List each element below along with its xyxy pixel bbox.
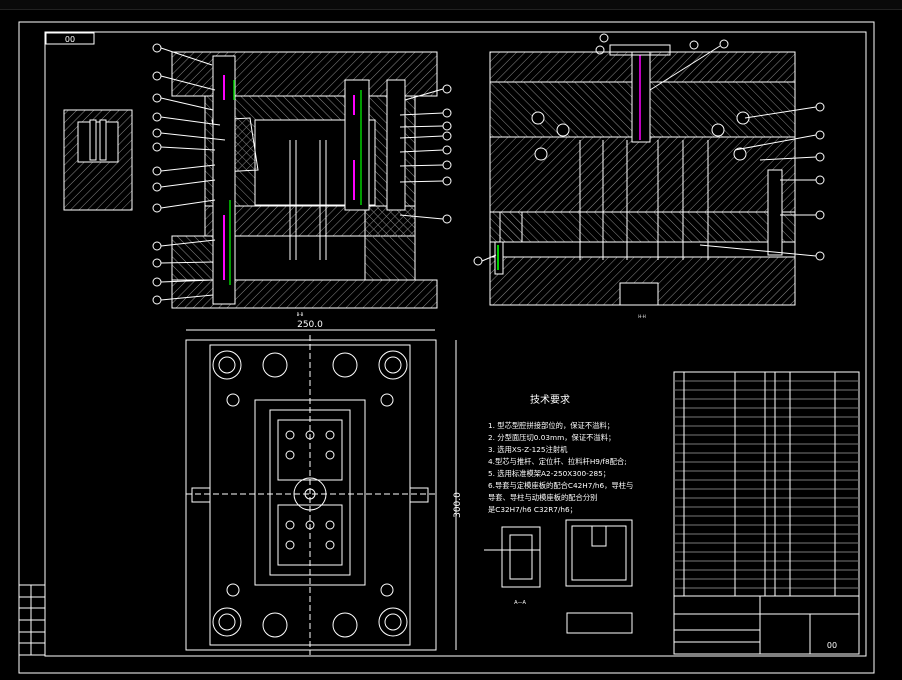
- detail-view-small: [63, 109, 133, 211]
- dim-width-label: 250.0: [297, 320, 323, 330]
- tech-line-6: 6.导套与定模座板的配合C42H7/h6，导柱与: [488, 481, 633, 490]
- section-view-left: B-B: [171, 51, 438, 317]
- tech-line-8: 是C32H7/h6 C32R7/h6；: [488, 505, 577, 514]
- left-callout-balloons: [152, 43, 452, 305]
- window-top-edge: [0, 0, 902, 10]
- dim-height-label: 300.0: [453, 492, 463, 518]
- parts-list-table: [673, 371, 860, 597]
- tech-line-7: 导套、导柱与动模座板的配合分别: [488, 493, 597, 502]
- tech-heading: 技术要求: [530, 393, 570, 406]
- detail-views: A—A: [484, 519, 633, 634]
- drawing-number: 00: [827, 641, 837, 650]
- title-block: 00: [673, 595, 860, 655]
- tech-line-5: 5. 选用标准模架A2-250X300-285；: [488, 469, 610, 478]
- section-label-left: B-B: [297, 312, 304, 317]
- sheet-border: [18, 21, 875, 674]
- drawing-frame: [44, 31, 867, 657]
- plan-view: 250.0 300.0: [185, 320, 463, 655]
- section-label-detail: A—A: [514, 600, 526, 606]
- tech-line-4: 4.型芯与推杆、定位杆、拉料杆H9/f8配合;: [488, 457, 627, 466]
- section-label-right: H-H: [638, 314, 645, 319]
- right-callout-balloons: [473, 33, 825, 266]
- tech-line-1: 1. 型芯型腔拼接部位的，保证不溢料；: [488, 421, 614, 430]
- tech-line-3: 3. 选用XS-Z-125注射机: [488, 445, 568, 454]
- top-left-code-box: 00: [45, 32, 95, 45]
- code-box-text: 00: [65, 35, 75, 44]
- section-view-right: H-H: [489, 44, 796, 319]
- tech-line-2: 2. 分型面压切0.03mm，保证不溢料；: [488, 433, 615, 442]
- binding-margin-table: [18, 584, 46, 656]
- tech-requirements: 技术要求 1. 型芯型腔拼接部位的，保证不溢料； 2. 分型面压切0.03mm，…: [488, 393, 633, 514]
